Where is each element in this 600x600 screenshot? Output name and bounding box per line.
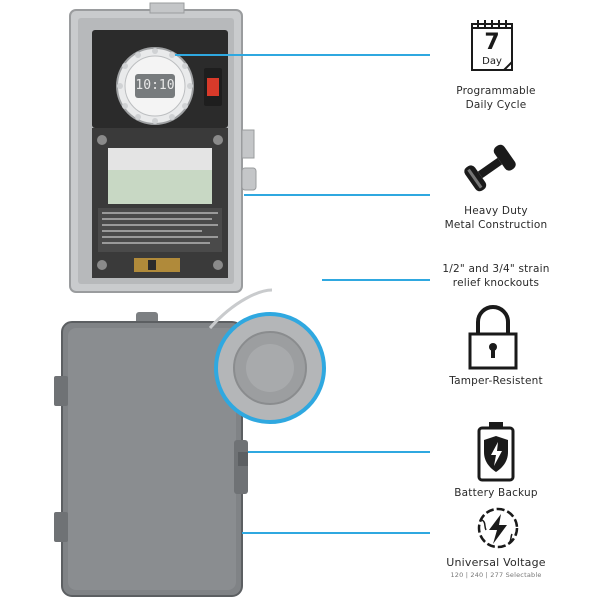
feature-line2: relief knockouts bbox=[452, 277, 540, 289]
feature-line2: 120 | 240 | 277 Selectable bbox=[450, 571, 542, 579]
feature-line2: Daily Cycle bbox=[465, 99, 527, 111]
lightning-globe-icon bbox=[476, 506, 520, 550]
feature-label-heavy-duty: Heavy Duty Metal Construction bbox=[430, 204, 562, 232]
feature-line1: Heavy Duty bbox=[464, 205, 528, 217]
callout-line-programmable bbox=[175, 54, 430, 56]
callout-line-heavy-duty bbox=[244, 194, 430, 196]
battery-shield-icon bbox=[476, 420, 516, 482]
feature-label-battery: Battery Backup bbox=[430, 486, 562, 500]
feature-line1: Universal Voltage bbox=[446, 556, 546, 569]
feature-line1: Battery Backup bbox=[454, 487, 538, 499]
feature-label-tamper: Tamper-Resistent bbox=[430, 374, 562, 388]
feature-line2: Metal Construction bbox=[444, 219, 548, 231]
feature-label-knockouts: 1/2" and 3/4" strain relief knockouts bbox=[426, 262, 566, 290]
padlock-icon bbox=[466, 304, 520, 370]
closed-enclosure bbox=[54, 312, 248, 597]
knockout-zoom bbox=[208, 288, 326, 424]
feature-line1: Programmable bbox=[456, 85, 536, 97]
feature-line1: Tamper-Resistent bbox=[449, 375, 543, 387]
callout-line-knockouts bbox=[322, 279, 430, 281]
callout-line-battery bbox=[248, 451, 430, 453]
calendar-number: 7 bbox=[484, 30, 500, 55]
feature-label-voltage: Universal Voltage 120 | 240 | 277 Select… bbox=[426, 556, 566, 580]
feature-line1: 1/2" and 3/4" strain bbox=[442, 263, 550, 275]
open-enclosure bbox=[69, 2, 257, 293]
callout-line-voltage bbox=[242, 532, 430, 534]
dumbbell-icon bbox=[460, 142, 520, 194]
timer-display: 10:10 bbox=[135, 78, 175, 93]
calendar-word: Day bbox=[482, 56, 502, 67]
calendar-7-day-icon: 7 Day bbox=[468, 18, 516, 74]
feature-label-programmable: Programmable Daily Cycle bbox=[430, 84, 562, 112]
